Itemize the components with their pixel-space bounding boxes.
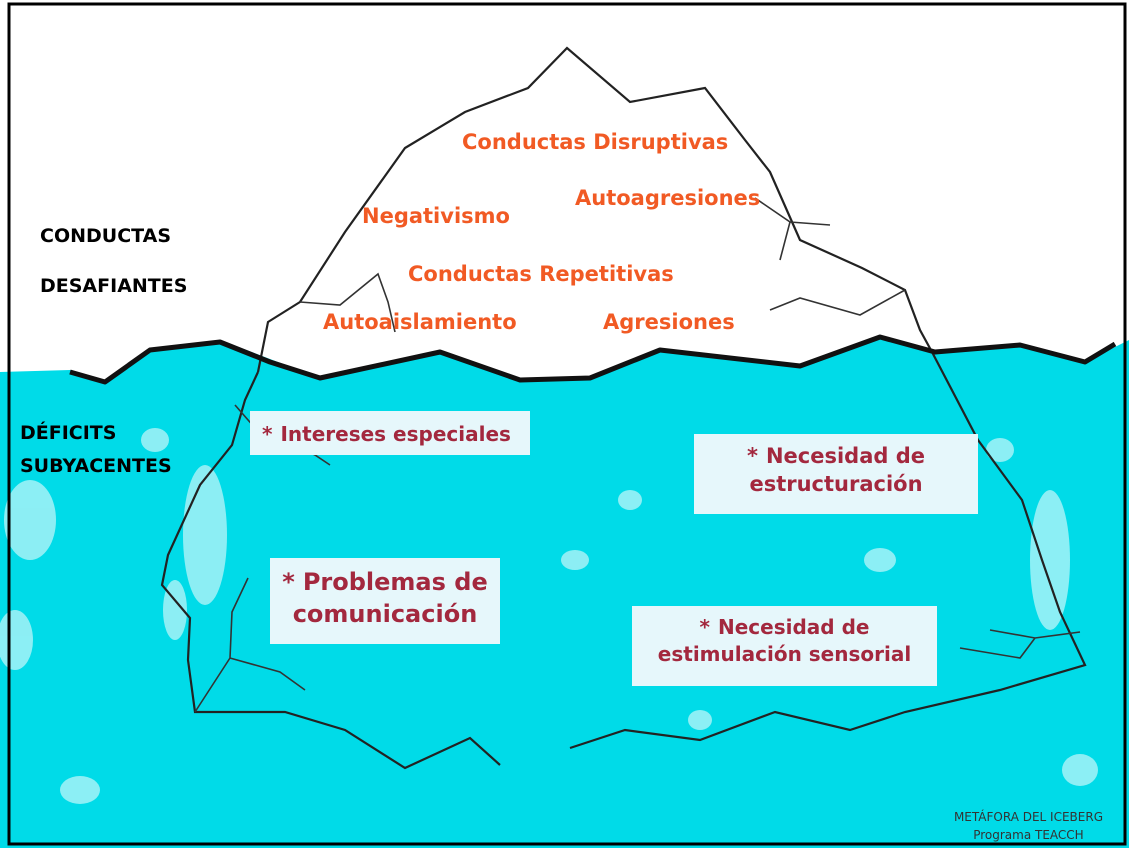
challenging-label-line1: CONDUCTAS <box>40 225 172 247</box>
iceberg-submerged-outline <box>160 351 1087 770</box>
deficits-label-line2: SUBYACENTES <box>20 455 172 477</box>
frame <box>7 2 1127 846</box>
deficit-intereses: *Intereses especiales <box>250 411 530 455</box>
deficits-label-line1: DÉFICITS <box>20 422 117 444</box>
deficit-comunicacion: *Problemas de comunicación <box>270 558 500 644</box>
behavior-negativismo: Negativismo <box>362 204 510 228</box>
deficit-estructuracion: *Necesidad de estructuración <box>694 434 978 514</box>
behavior-autoaislamiento: Autoaislamiento <box>323 310 517 334</box>
credit-program: Programa TEACCH <box>973 827 1084 842</box>
deficit-sensorial: *Necesidad de estimulación sensorial <box>632 606 937 686</box>
behavior-autoagresiones: Autoagresiones <box>575 186 761 210</box>
behavior-disruptivas: Conductas Disruptivas <box>462 130 729 154</box>
behavior-repetitivas: Conductas Repetitivas <box>408 262 674 286</box>
challenging-label-line2: DESAFIANTES <box>40 275 188 297</box>
credit: METÁFORA DEL ICEBERG Programa TEACCH <box>954 809 1103 844</box>
waterline <box>69 334 1117 385</box>
behavior-agresiones: Agresiones <box>603 310 735 334</box>
iceberg-tip-outline <box>256 46 933 373</box>
credit-title: METÁFORA DEL ICEBERG <box>953 810 1103 825</box>
